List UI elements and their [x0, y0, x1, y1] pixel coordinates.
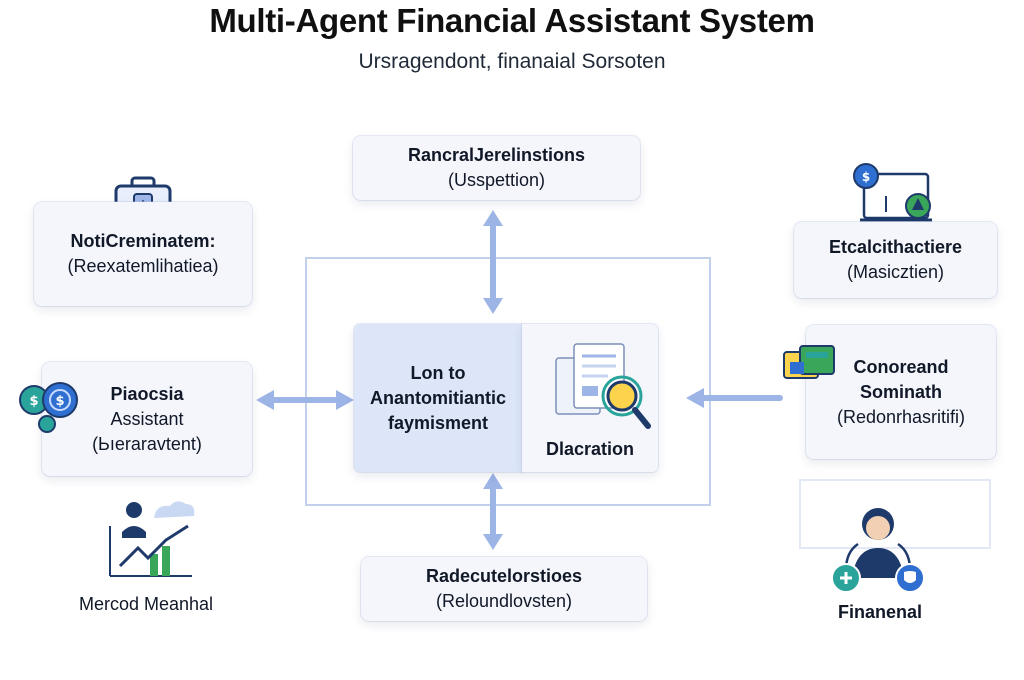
right-mid-node-line3: (Redonrhasritifi) [836, 406, 966, 427]
right-top-node-title: Etcalcithactiere [828, 237, 963, 257]
bottom-node-title: Radecutelorstioes [425, 566, 583, 586]
center-left-node: Lon to Anantomitiantic faymisment [354, 324, 522, 472]
right-top-node: Etcalcithactiere (Masicztien) [794, 222, 997, 298]
left-top-node: NotiCreminatem: (Reexatemlihatiea) [34, 202, 252, 306]
right-top-node-subtitle: (Masicztien) [846, 262, 944, 282]
arrow-head-top-up [483, 210, 503, 226]
frame-line [305, 257, 711, 506]
right-mid-node-line2: Sominath [859, 381, 942, 402]
center-right-label: Dlacration [545, 439, 635, 459]
arrow-head-left-left [256, 390, 274, 410]
left-mid-node-line2: Assistant [110, 408, 184, 429]
left-top-node-subtitle: (Reexatemlihatiea) [67, 256, 219, 276]
arrow-head-bottom-down [483, 534, 503, 550]
credit-card-icon [782, 344, 840, 391]
center-node-line3: faymisment [387, 412, 489, 433]
arrow-head-left-right [336, 390, 354, 410]
right-bottom-label: Finanenal [837, 602, 922, 622]
finance-monitor-icon: $ [850, 160, 946, 233]
document-search-icon [548, 340, 652, 437]
svg-text:$: $ [29, 394, 38, 409]
left-mid-node: Piaocsia Assistant (Ьıeraravtent) [42, 362, 252, 476]
user-agent-icon [830, 500, 926, 603]
left-bottom-label: Mercod Meanhal [78, 594, 214, 614]
top-node-subtitle: (Usspettion) [447, 170, 546, 190]
right-mid-node-line1: Conoreand [853, 356, 949, 377]
left-mid-node-title: Piaocsia [110, 383, 184, 404]
left-mid-node-line3: (Ьıeraravtent) [92, 433, 202, 454]
right-mid-node: Conoreand Sominath (Redonrhasritifi) [806, 325, 996, 459]
center-node-line1: Lon to [410, 362, 466, 383]
svg-text:$: $ [55, 394, 64, 409]
bottom-node-subtitle: (Reloundlovsten) [435, 591, 573, 611]
arrow-head-top-down [483, 298, 503, 314]
left-top-node-title: NotiCreminatem: [70, 231, 216, 251]
page-title: Multi-Agent Financial Assistant System [209, 2, 815, 39]
top-node: RancralJerelinstions (Usspettion) [353, 136, 640, 200]
bottom-node: Radecutelorstioes (Reloundlovsten) [361, 557, 647, 621]
svg-text:$: $ [862, 170, 870, 184]
arrow-head-bottom-up [483, 473, 503, 489]
page-subtitle: Ursragendont, finanaial Sorsoten [358, 50, 666, 73]
center-node-line2: Anantomitiantic [369, 387, 506, 408]
top-node-title: RancralJerelinstions [407, 145, 586, 165]
market-chart-icon [104, 496, 196, 585]
arrow-head-right-left [686, 388, 704, 408]
faint-frame [799, 479, 991, 549]
coins-icon: $ $ [14, 378, 94, 439]
